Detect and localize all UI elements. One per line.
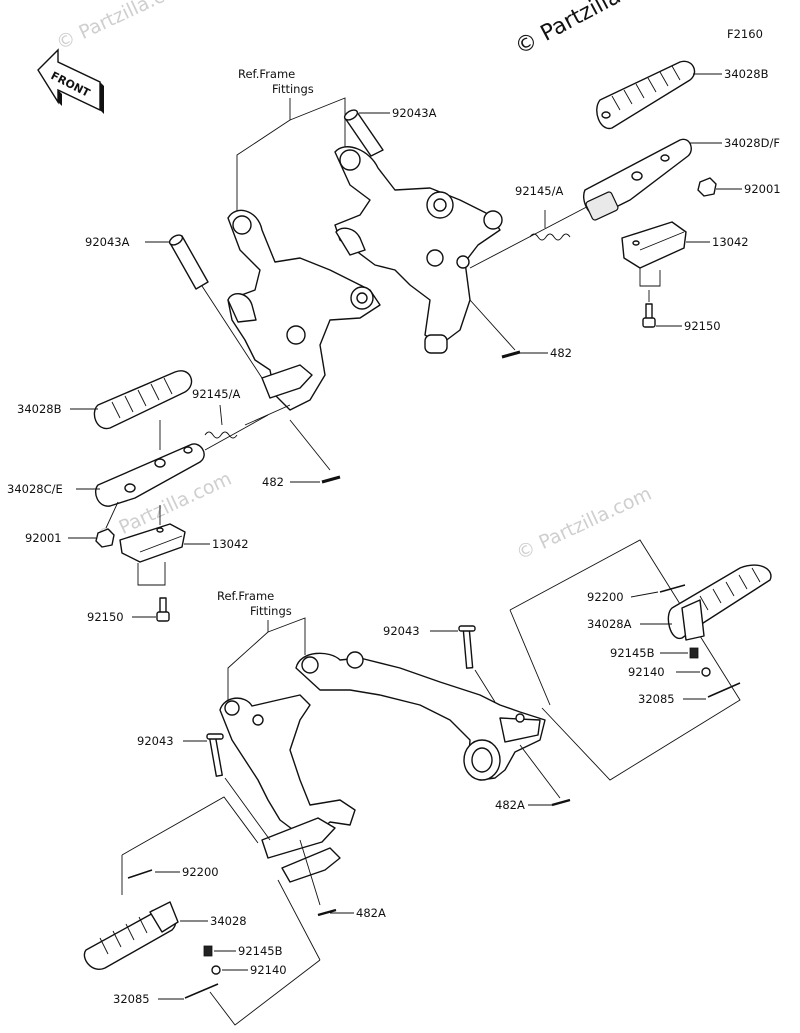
ref-frame-label-bottom: Ref.Frame (217, 589, 274, 603)
leader (509, 609, 551, 706)
bolt-92150-top (642, 303, 656, 328)
watermark-right: © Partzilla.com (513, 483, 655, 565)
label-92043A-top: 92043A (392, 106, 437, 120)
label-482-top: 482 (550, 346, 572, 360)
label-34028B-left: 34028B (17, 402, 62, 416)
bolt-92150-left (156, 597, 170, 622)
bolt-92001-left (95, 528, 115, 548)
label-92145B-left: 92145B (238, 944, 283, 958)
pin-92200-right (659, 584, 686, 593)
label-92001-left: 92001 (25, 531, 62, 545)
pin-92043-left (206, 733, 224, 777)
label-32085-right: 32085 (638, 692, 675, 706)
label-34028A: 34028A (587, 617, 632, 631)
footpeg-bracket-34028DF (583, 138, 692, 221)
label-92043A-left: 92043A (85, 235, 130, 249)
leader (209, 959, 321, 1026)
label-32085-left: 32085 (113, 992, 150, 1006)
upper-left-bracket (227, 209, 381, 411)
rubber-13042-left (119, 523, 186, 563)
spring-92145B-right (689, 647, 699, 659)
ref-frame-label-top: Ref.Frame (238, 67, 295, 81)
label-92150-top: 92150 (684, 319, 721, 333)
spring-92145A-left (204, 431, 238, 439)
leader (267, 617, 306, 655)
watermark-corner: © Partzilla.com (53, 0, 195, 55)
front-arrow-icon: FRONT (37, 48, 104, 114)
label-92001-top: 92001 (744, 182, 781, 196)
lower-right-bracket (295, 651, 546, 781)
label-13042-left: 13042 (212, 537, 249, 551)
bolt-92001-top (697, 177, 717, 197)
label-34028DF: 34028D/F (724, 136, 780, 150)
label-34028B-top: 34028B (724, 67, 769, 81)
label-92150-left: 92150 (87, 610, 124, 624)
leader (121, 796, 259, 856)
footpeg-34028B-left (93, 370, 193, 430)
label-92140-right: 92140 (628, 665, 665, 679)
label-482-left: 482 (262, 475, 284, 489)
pin-482-left (321, 475, 341, 484)
ref-frame-fittings-top: Fittings (272, 82, 314, 96)
label-92145B-right: 92145B (610, 646, 655, 660)
label-92140-left: 92140 (250, 963, 287, 977)
pin-92200-left (127, 869, 153, 879)
pin-482A-left (317, 908, 337, 917)
pin-482A-right (551, 798, 571, 807)
spring-92145B-left (203, 945, 213, 957)
label-92043-mid: 92043 (383, 624, 420, 638)
upper-right-bracket (334, 146, 503, 354)
leader (509, 539, 741, 781)
pin-482-top (501, 350, 521, 359)
spring-92145A-top (529, 233, 571, 241)
footpeg-bracket-34028CE (94, 443, 205, 507)
leader (277, 879, 321, 961)
label-34028CE: 34028C/E (7, 482, 63, 496)
leader (236, 98, 291, 212)
diagram-code: F2160 (727, 27, 763, 41)
label-92145A-top: 92145/A (515, 184, 563, 198)
label-92145A-left: 92145/A (192, 387, 240, 401)
label-92043-left: 92043 (137, 734, 174, 748)
lower-left-bracket (219, 694, 356, 883)
pin-92043A-top (343, 109, 384, 157)
pin-92043-mid (458, 625, 476, 669)
label-482A-left: 482A (356, 906, 386, 920)
pin-32085-left (184, 983, 219, 999)
footpeg-34028B-top (596, 60, 696, 130)
pin-92043A-left (168, 234, 209, 290)
label-482A-right: 482A (495, 798, 525, 812)
label-34028: 34028 (210, 914, 247, 928)
footpeg-34028A (667, 564, 772, 641)
label-13042-top: 13042 (712, 235, 749, 249)
label-92200-left: 92200 (182, 865, 219, 879)
leader (289, 97, 346, 150)
rubber-13042-top (621, 221, 687, 269)
ball-92140-right (701, 667, 711, 677)
leader (227, 620, 269, 700)
label-92200-right: 92200 (587, 590, 624, 604)
ref-frame-fittings-bottom: Fittings (250, 604, 292, 618)
pin-32085-right (707, 682, 741, 698)
footpeg-34028 (83, 901, 179, 970)
ball-92140-left (211, 965, 221, 975)
watermark-top: © Partzilla.com (511, 0, 673, 60)
